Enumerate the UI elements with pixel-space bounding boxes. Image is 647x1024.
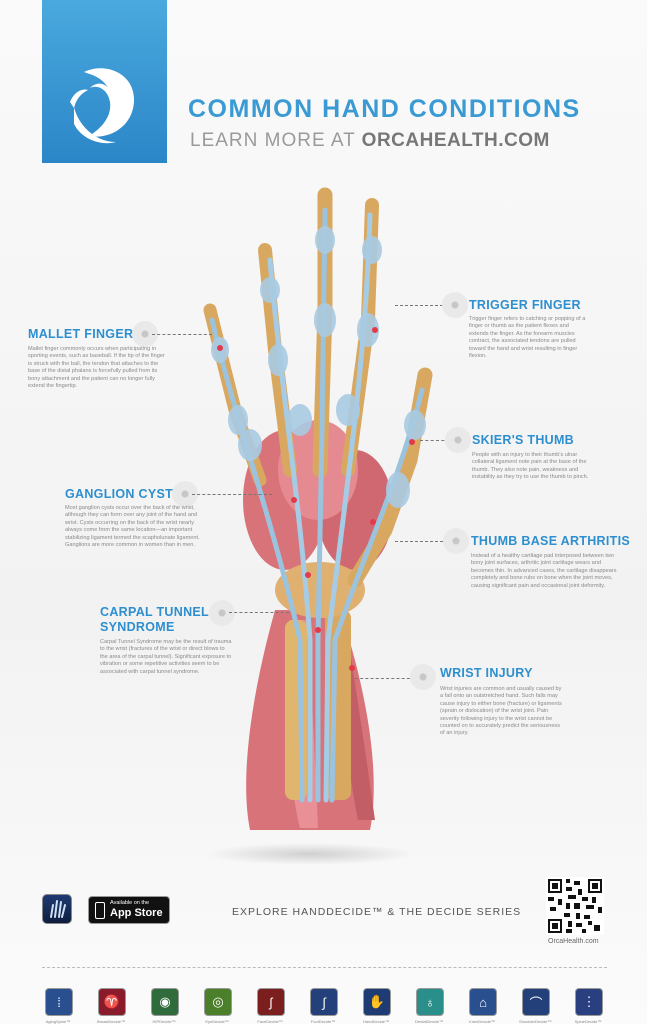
series-app-handdecide[interactable]: ✋ HandDecide™: [360, 988, 392, 1024]
ganglion-cyst-title: GANGLION CYST: [65, 487, 174, 501]
qr-code-icon[interactable]: [546, 877, 604, 935]
face-icon: ʃ: [257, 988, 285, 1016]
qr-url[interactable]: OrcaHealth.com: [548, 938, 599, 945]
trigger-finger-description: Trigger finger refers to catching or pop…: [469, 316, 586, 360]
mallet-finger-pointer: [152, 334, 212, 335]
skiers-thumb-description: People with an injury to their thumb's u…: [472, 452, 589, 481]
thumb-base-arthritis-title: THUMB BASE ARTHRITIS: [471, 534, 631, 548]
trigger-finger-pointer: [395, 305, 453, 306]
skiers-thumb-marker: [445, 427, 471, 453]
series-app-name: HIPDecide™: [152, 1019, 176, 1024]
app-store-label: App Store: [110, 907, 163, 919]
series-app-name: AgingSpine™: [45, 1019, 71, 1024]
explore-series-text: EXPLORE HANDDECIDE™ & THE DECIDE SERIES: [232, 906, 522, 918]
handdecide-app-icon[interactable]: [42, 894, 72, 924]
wrist-injury-title: WRIST INJURY: [440, 666, 533, 680]
wrist-injury-description: Wrist injuries are common and usually ca…: [440, 686, 562, 737]
knee-icon: ⌂: [469, 988, 497, 1016]
hand-icon: ✋: [363, 988, 391, 1016]
spine-icon: ⁞: [45, 988, 73, 1016]
app-store-small-label: Available on the: [110, 900, 150, 906]
thumb-base-arthritis-pointer: [395, 541, 453, 542]
carpal-tunnel-marker: [209, 600, 235, 626]
page-subtitle: LEARN MORE AT ORCAHEALTH.COM: [190, 130, 550, 152]
carpal-tunnel-description: Carpal Tunnel Syndrome may be the result…: [100, 639, 232, 675]
page-title: COMMON HAND CONDITIONS: [188, 95, 581, 123]
foot-icon: ∫: [310, 988, 338, 1016]
series-app-name: FaceDecide™: [257, 1019, 283, 1024]
hip-icon: ◉: [151, 988, 179, 1016]
thumb-base-arthritis-description: Instead of a healthy cartilage pad inter…: [471, 553, 617, 589]
wrist-injury-pointer: [355, 678, 415, 679]
orca-logo-icon: [70, 68, 134, 144]
footer-divider: [42, 967, 607, 968]
series-app-name: EyeDecide™: [205, 1019, 229, 1024]
tooth-icon: ♁: [416, 988, 444, 1016]
subtitle-prefix: LEARN MORE AT: [190, 130, 362, 151]
series-app-facedecide[interactable]: ʃ FaceDecide™: [254, 988, 286, 1024]
hand-shadow: [205, 843, 415, 865]
mallet-finger-description: Mallet finger commonly occurs when parti…: [28, 346, 165, 390]
site-link[interactable]: ORCAHEALTH.COM: [361, 130, 550, 151]
app-store-badge[interactable]: Available on the App Store: [88, 896, 170, 924]
carpal-tunnel-pointer: [229, 612, 289, 613]
ganglion-cyst-description: Most ganglion cysts occur over the back …: [65, 505, 200, 549]
series-app-agingspine[interactable]: ⁞ AgingSpine™: [42, 988, 74, 1024]
ganglion-cyst-pointer: [192, 494, 272, 495]
ribbon-icon: ♈: [98, 988, 126, 1016]
shoulder-icon: ⌒: [522, 988, 550, 1016]
decide-series-apps: ⁞ AgingSpine™ ♈ BreastDecide™ ◉ HIPDecid…: [42, 988, 612, 1024]
wrist-injury-marker: [410, 664, 436, 690]
series-app-kneedecide[interactable]: ⌂ KneeDecide™: [466, 988, 498, 1024]
orca-logo-box: [42, 0, 167, 163]
series-app-shoulderdecide[interactable]: ⌒ ShoulderDecide™: [519, 988, 551, 1024]
series-app-name: DentalDecide™: [414, 1019, 443, 1024]
carpal-tunnel-title-line1: CARPAL TUNNEL: [100, 605, 209, 619]
thumb-base-arthritis-marker: [443, 528, 469, 554]
skiers-thumb-title: SKIER'S THUMB: [472, 433, 575, 447]
hand-anatomy-illustration: [203, 187, 433, 830]
spine-icon: ⋮: [575, 988, 603, 1016]
mallet-finger-title: MALLET FINGER: [28, 327, 134, 341]
series-app-breastdecide[interactable]: ♈ BreastDecide™: [95, 988, 127, 1024]
series-app-name: KneeDecide™: [469, 1019, 495, 1024]
series-app-name: BreastDecide™: [96, 1019, 125, 1024]
series-app-spinedecide[interactable]: ⋮ SpineDecide™: [572, 988, 604, 1024]
carpal-tunnel-title-line2: SYNDROME: [100, 620, 175, 634]
series-app-name: FootDecide™: [310, 1019, 336, 1024]
series-app-name: ShoulderDecide™: [519, 1019, 552, 1024]
hand-icon: [50, 900, 66, 918]
series-app-name: HandDecide™: [362, 1019, 389, 1024]
series-app-footdecide[interactable]: ∫ FootDecide™: [307, 988, 339, 1024]
series-app-eyedecide[interactable]: ◎ EyeDecide™: [201, 988, 233, 1024]
eye-icon: ◎: [204, 988, 232, 1016]
trigger-finger-marker: [442, 292, 468, 318]
iphone-icon: [95, 902, 105, 919]
series-app-dentaldecide[interactable]: ♁ DentalDecide™: [413, 988, 445, 1024]
series-app-hipdecide[interactable]: ◉ HIPDecide™: [148, 988, 180, 1024]
series-app-name: SpineDecide™: [574, 1019, 602, 1024]
trigger-finger-title: TRIGGER FINGER: [469, 298, 581, 312]
skiers-thumb-pointer: [420, 440, 455, 441]
